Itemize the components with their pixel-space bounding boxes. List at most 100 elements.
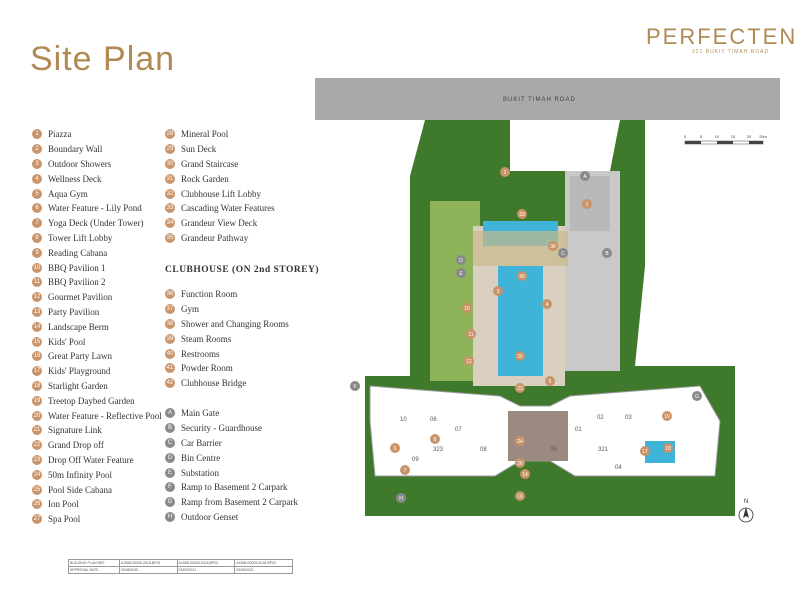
legend-label: Grand Drop off: [48, 440, 104, 451]
scale-label: 5: [700, 134, 703, 139]
map-marker: [456, 268, 466, 278]
legend-number-badge: 36: [165, 289, 175, 300]
unit-label: 07: [455, 427, 462, 433]
legend-label: Outdoor Showers: [48, 158, 112, 169]
legend-number-badge: 24: [32, 469, 42, 480]
legend-label: Landscape Berm: [48, 321, 109, 332]
legend-label: Great Party Lawn: [48, 351, 112, 362]
legend-label: Outdoor Genset: [181, 511, 239, 522]
legend-number-badge: 14: [32, 321, 42, 332]
map-marker: [548, 241, 558, 251]
legend-label: Tower Lift Lobby: [48, 232, 113, 243]
table-cell: 03/03/2021: [176, 566, 236, 574]
map-marker: [663, 443, 673, 453]
road-label: BUKIT TIMAH ROAD: [503, 97, 576, 103]
legend-number-badge: 42: [165, 378, 175, 389]
legend-letter-badge: F: [165, 482, 175, 493]
north-label: N: [744, 499, 748, 505]
grand-drop-off: [508, 411, 568, 461]
legend-label: Ramp from Basement 2 Carpark: [181, 497, 298, 508]
legend-number-badge: 35: [165, 232, 175, 243]
legend-label: BBQ Pavilion 2: [48, 277, 106, 288]
map-marker-label: G: [695, 394, 699, 400]
scale-label: 0: [684, 134, 687, 139]
legend-item: 9 Reading Cabana: [32, 245, 162, 260]
legend-number-badge: 9: [32, 247, 42, 258]
unit-label: 05: [550, 447, 557, 453]
legend-number-badge: 3: [32, 158, 42, 169]
map-marker: [456, 255, 466, 265]
map-marker-label: 17: [642, 449, 648, 455]
legend-number-badge: 5: [32, 188, 42, 199]
legend-number-badge: 17: [32, 366, 42, 377]
unit-label: 04: [615, 465, 622, 471]
legend-label: Function Room: [181, 289, 238, 300]
table-cell: A1568-00005-2018-BP03: [234, 559, 293, 567]
scale-label: 10: [715, 134, 720, 139]
map-marker: [517, 271, 527, 281]
unit-label: 06: [430, 417, 437, 423]
legend-label: Car Barrier: [181, 437, 222, 448]
map-marker: [640, 446, 650, 456]
legend-letter-badge: B: [165, 423, 175, 434]
map-marker-label: 25: [517, 354, 523, 360]
legend-number-badge: 33: [165, 203, 175, 214]
legend-label: Reading Cabana: [48, 247, 108, 258]
legend-number-badge: 26: [32, 499, 42, 510]
legend-label: BBQ Pavilion 1: [48, 262, 106, 273]
legend-label: Ion Pool: [48, 499, 79, 510]
legend-item: 26 Ion Pool: [32, 497, 162, 512]
legend-label: Ramp to Basement 2 Carpark: [181, 482, 288, 493]
legend-label: Pool Side Cabana: [48, 484, 112, 495]
legend-label: Shower and Changing Rooms: [181, 318, 289, 329]
legend-number-badge: 6: [32, 203, 42, 214]
map-marker-label: 3: [497, 289, 500, 295]
map-marker-label: 26: [517, 461, 523, 467]
legend-number-badge: 19: [32, 395, 42, 406]
map-marker: [464, 356, 474, 366]
table-cell: 03/08/2021: [234, 566, 293, 574]
map-marker-label: 33: [519, 212, 525, 218]
approval-table: BUILDING PLAN REF A1568-00005-2018-BP01 …: [68, 559, 293, 574]
map-marker: [558, 248, 568, 258]
legend-number-badge: 38: [165, 318, 175, 329]
legend-label: Mineral Pool: [181, 129, 229, 140]
legend-label: Party Pavilion: [48, 306, 100, 317]
legend-label: Kids' Pool: [48, 336, 86, 347]
map-marker-label: D: [459, 258, 463, 264]
map-marker-label: 36: [550, 244, 556, 250]
north-arrow-icon: N: [738, 499, 754, 523]
logo-wordmark: PERFECTEN: [646, 24, 798, 49]
legend-label: Wellness Deck: [48, 173, 102, 184]
legend-item: 15 Kids' Pool: [32, 334, 162, 349]
legend-number-badge: 27: [32, 514, 42, 525]
legend-item: 38 Shower and Changing Rooms: [165, 317, 289, 332]
legend-label: Bin Centre: [181, 452, 221, 463]
legend-letter-badge: E: [165, 467, 175, 478]
legend-label: Steam Rooms: [181, 333, 232, 344]
map-marker-label: 10: [464, 306, 470, 312]
map-marker: [515, 351, 525, 361]
scale-bar: 0 5 10 15 20 25m: [684, 134, 768, 145]
legend-number-badge: 15: [32, 336, 42, 347]
map-marker-label: 14: [522, 472, 528, 478]
